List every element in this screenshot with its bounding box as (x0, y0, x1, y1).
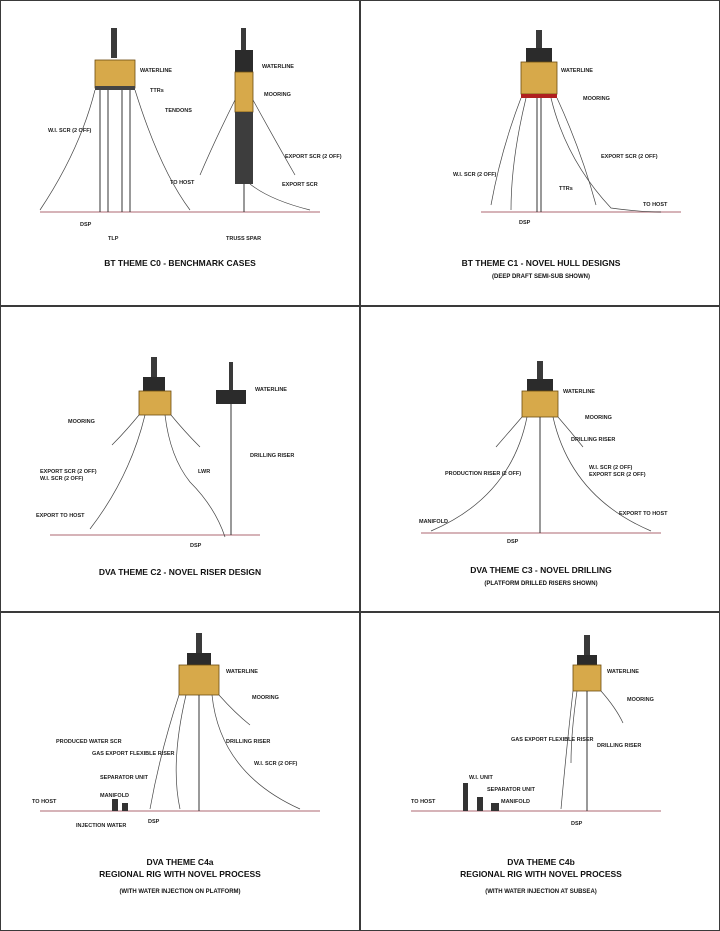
panel-c2-caption: DVA THEME C2 - NOVEL RISER DESIGN (99, 567, 261, 577)
label-lwr: LWR (198, 469, 210, 475)
label-injection-water: INJECTION WATER (76, 823, 126, 829)
label-separator-unit: SEPARATOR UNIT (487, 787, 536, 793)
label-dsp: DSP (507, 539, 519, 545)
platform-c4b (560, 635, 624, 811)
panel-c4a-caption: DVA THEME C4a (146, 857, 213, 867)
label-dsp: DSP (148, 819, 160, 825)
label-ttrs: TTRs (559, 186, 573, 192)
label-mooring: MOORING (583, 96, 610, 102)
label-dsp: DSP (519, 220, 531, 226)
label-waterline: WATERLINE (561, 68, 593, 74)
panel-c0: WATERLINE WATERLINE TTRs TENDONS MOORING… (0, 0, 359, 305)
panel-c4a-subcaption: (WITH WATER INJECTION ON PLATFORM) (119, 889, 240, 895)
label-waterline: WATERLINE (563, 389, 595, 395)
label-waterline: WATERLINE (226, 669, 258, 675)
label-manifold: MANIFOLD (501, 799, 530, 805)
panel-c4b-subcaption: (WITH WATER INJECTION AT SUBSEA) (485, 889, 597, 895)
label-drilling-riser: DRILLING RISER (250, 453, 294, 459)
panel-c1-subcaption: (DEEP DRAFT SEMI-SUB SHOWN) (492, 274, 590, 280)
row-divider-2 (0, 611, 720, 613)
label-ttrs: TTRs (150, 88, 164, 94)
panel-c4a: WATERLINE MOORING PRODUCED WATER SCR GAS… (0, 613, 359, 931)
label-wi-scr: W.I. SCR (2 OFF) (453, 172, 497, 178)
panel-c1-drawing: WATERLINE MOORING W.I. SCR (2 OFF) EXPOR… (453, 30, 681, 280)
panel-c3: WATERLINE MOORING DRILLING RISER PRODUCT… (361, 307, 720, 611)
label-manifold: MANIFOLD (100, 793, 129, 799)
label-gas-export-riser: GAS EXPORT FLEXIBLE RISER (511, 737, 594, 743)
label-truss-spar: TRUSS SPAR (226, 236, 261, 242)
label-export-scr: EXPORT SCR (2 OFF) (589, 472, 646, 478)
label-to-host: TO HOST (170, 180, 195, 186)
label-export-scr: EXPORT SCR (2 OFF) (40, 469, 97, 475)
subsea-equipment-c4a (112, 799, 128, 811)
label-to-host: TO HOST (411, 799, 436, 805)
label-waterline-spar: WATERLINE (262, 64, 294, 70)
label-waterline: WATERLINE (255, 387, 287, 393)
drilling-rig (216, 362, 246, 535)
label-drilling-riser: DRILLING RISER (226, 739, 270, 745)
panel-c3-caption: DVA THEME C3 - NOVEL DRILLING (470, 565, 612, 575)
label-export-scr: EXPORT SCR (2 OFF) (601, 154, 658, 160)
panel-c2-drawing: WATERLINE MOORING DRILLING RISER EXPORT … (36, 357, 294, 577)
label-tendons: TENDONS (165, 108, 192, 114)
panel-c0-caption: BT THEME C0 - BENCHMARK CASES (104, 258, 256, 268)
panel-c4b-caption-line2: REGIONAL RIG WITH NOVEL PROCESS (460, 869, 622, 879)
panel-c1: WATERLINE MOORING W.I. SCR (2 OFF) EXPOR… (361, 0, 720, 305)
label-wi-scr: W.I. SCR (2 OFF) (254, 761, 298, 767)
label-export-to-host: EXPORT TO HOST (36, 513, 85, 519)
semi-sub-hull (490, 30, 662, 213)
panel-c0-drawing: WATERLINE WATERLINE TTRs TENDONS MOORING… (39, 28, 342, 268)
subsea-equipment-c4b (463, 783, 499, 811)
label-mooring: MOORING (68, 419, 95, 425)
panel-c4b: WATERLINE MOORING GAS EXPORT FLEXIBLE RI… (361, 613, 720, 931)
label-export-to-host: EXPORT TO HOST (619, 511, 668, 517)
label-production-riser: PRODUCTION RISER (2 OFF) (445, 471, 521, 477)
label-mooring: MOORING (627, 697, 654, 703)
label-wi-unit: W.I. UNIT (469, 775, 493, 781)
label-to-host: TO HOST (643, 202, 668, 208)
truss-spar (199, 28, 311, 212)
panel-c4a-drawing: WATERLINE MOORING PRODUCED WATER SCR GAS… (32, 633, 320, 895)
column-divider (359, 0, 361, 931)
panel-c2: WATERLINE MOORING DRILLING RISER EXPORT … (0, 307, 359, 611)
label-mooring: MOORING (252, 695, 279, 701)
platform-c2 (89, 357, 226, 538)
label-produced-water-scr: PRODUCED WATER SCR (56, 739, 122, 745)
label-export-scr-2off: EXPORT SCR (2 OFF) (285, 154, 342, 160)
panel-c4a-caption-line2: REGIONAL RIG WITH NOVEL PROCESS (99, 869, 261, 879)
label-dsp: DSP (571, 821, 583, 827)
row-divider-1 (0, 305, 720, 307)
label-mooring: MOORING (264, 92, 291, 98)
panel-c3-subcaption: (PLATFORM DRILLED RISERS SHOWN) (484, 581, 597, 587)
label-wi-scr: W.I. SCR (2 OFF) (589, 465, 633, 471)
label-tlp: TLP (108, 236, 119, 242)
panel-c4b-caption: DVA THEME C4b (507, 857, 575, 867)
label-dsp: DSP (190, 543, 202, 549)
label-wi-scr: W.I. SCR (2 OFF) (48, 128, 92, 134)
label-waterline-tlp: WATERLINE (140, 68, 172, 74)
label-wi-scr: W.I. SCR (2 OFF) (40, 476, 84, 482)
label-dsp: DSP (80, 222, 92, 228)
label-drilling-riser: DRILLING RISER (597, 743, 641, 749)
panel-c4b-drawing: WATERLINE MOORING GAS EXPORT FLEXIBLE RI… (411, 635, 661, 895)
panel-c1-caption: BT THEME C1 - NOVEL HULL DESIGNS (462, 258, 621, 268)
tlp-platform (39, 28, 191, 212)
label-gas-export-riser: GAS EXPORT FLEXIBLE RISER (92, 751, 175, 757)
platform-c3 (430, 361, 652, 533)
label-manifold: MANIFOLD (419, 519, 448, 525)
label-separator-unit: SEPARATOR UNIT (100, 775, 149, 781)
platform-c4a (149, 633, 301, 811)
panel-c3-drawing: WATERLINE MOORING DRILLING RISER PRODUCT… (419, 361, 668, 587)
label-export-scr: EXPORT SCR (282, 182, 318, 188)
label-to-host: TO HOST (32, 799, 57, 805)
label-mooring: MOORING (585, 415, 612, 421)
label-drilling-riser: DRILLING RISER (571, 437, 615, 443)
label-waterline: WATERLINE (607, 669, 639, 675)
